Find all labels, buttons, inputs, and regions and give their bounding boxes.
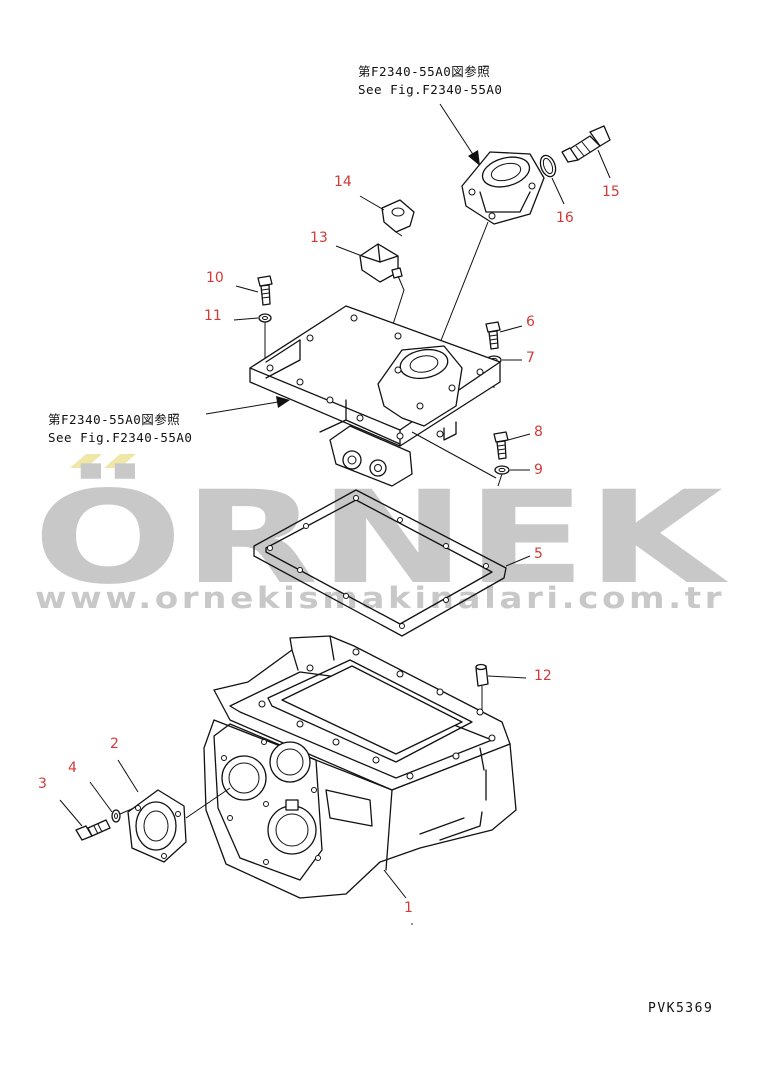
assembly-line-2 xyxy=(185,787,231,819)
label-part-15: 15 xyxy=(602,184,620,200)
leader-14 xyxy=(359,195,385,211)
part-3-bolt xyxy=(75,819,111,841)
upper-cover xyxy=(249,305,501,487)
reference-left-arrow xyxy=(205,396,290,415)
drawing-code: PVK5369 xyxy=(648,1001,713,1016)
label-part-3: 3 xyxy=(38,776,47,792)
leader-1-dot xyxy=(411,923,413,925)
part-13-sensor xyxy=(359,243,403,283)
label-part-2: 2 xyxy=(110,736,119,752)
leader-16 xyxy=(551,177,565,205)
assembly-line-4 xyxy=(119,807,135,815)
reference-top-jp: 第F2340-55A0図参照 xyxy=(358,64,490,79)
label-part-13: 13 xyxy=(310,230,328,246)
leader-12 xyxy=(487,675,527,679)
label-part-11: 11 xyxy=(204,308,222,324)
leader-8 xyxy=(507,433,531,441)
part-5-gasket xyxy=(253,489,507,637)
label-part-12: 12 xyxy=(534,668,552,684)
label-part-16: 16 xyxy=(556,210,574,226)
part-4-washer xyxy=(111,809,121,823)
leader-10 xyxy=(235,285,259,293)
label-part-5: 5 xyxy=(534,546,543,562)
leader-2 xyxy=(117,759,139,793)
watermark-accent-mark xyxy=(70,454,102,468)
leader-5 xyxy=(505,555,531,567)
part-1-case xyxy=(203,635,517,899)
watermark-brand: ÖRNEK xyxy=(33,463,730,613)
label-part-6: 6 xyxy=(526,314,535,330)
part-10-bolt xyxy=(257,275,273,306)
watermark-accent-mark xyxy=(104,454,136,468)
watermark-url: www.ornekismakinalari.com.tr xyxy=(35,581,725,615)
part-2-cover xyxy=(127,789,187,863)
label-part-14: 14 xyxy=(334,174,352,190)
assembly-line-9 xyxy=(497,473,503,487)
leader-1 xyxy=(383,869,407,899)
reference-left-en: See Fig.F2340-55A0 xyxy=(48,430,192,445)
part-16-oring xyxy=(539,154,557,178)
label-part-1: 1 xyxy=(404,900,413,916)
assembly-line-housing xyxy=(437,221,489,349)
part-6-bolt xyxy=(485,321,501,350)
reference-left-jp: 第F2340-55A0図参照 xyxy=(48,412,180,427)
part-12-pin xyxy=(475,663,489,687)
leader-11 xyxy=(233,317,259,321)
upper-housing xyxy=(461,151,545,225)
leader-3 xyxy=(59,799,83,827)
label-part-9: 9 xyxy=(534,462,543,478)
label-part-4: 4 xyxy=(68,760,77,776)
part-15-sensor xyxy=(561,125,611,163)
leader-4 xyxy=(89,781,113,813)
watermark: ÖRNEK www.ornekismakinalari.com.tr xyxy=(33,454,730,615)
leader-15 xyxy=(597,149,611,179)
part-11-washer xyxy=(258,313,272,323)
reference-top-en: See Fig.F2340-55A0 xyxy=(358,82,502,97)
label-part-7: 7 xyxy=(526,350,535,366)
leader-13 xyxy=(335,245,363,257)
part-8-bolt xyxy=(493,431,509,460)
label-part-10: 10 xyxy=(206,270,224,286)
part-14-cap xyxy=(381,199,415,237)
reference-top-arrow xyxy=(439,103,480,166)
leader-6 xyxy=(499,325,523,333)
label-part-8: 8 xyxy=(534,424,543,440)
assembly-line-cover-9 xyxy=(411,431,497,479)
